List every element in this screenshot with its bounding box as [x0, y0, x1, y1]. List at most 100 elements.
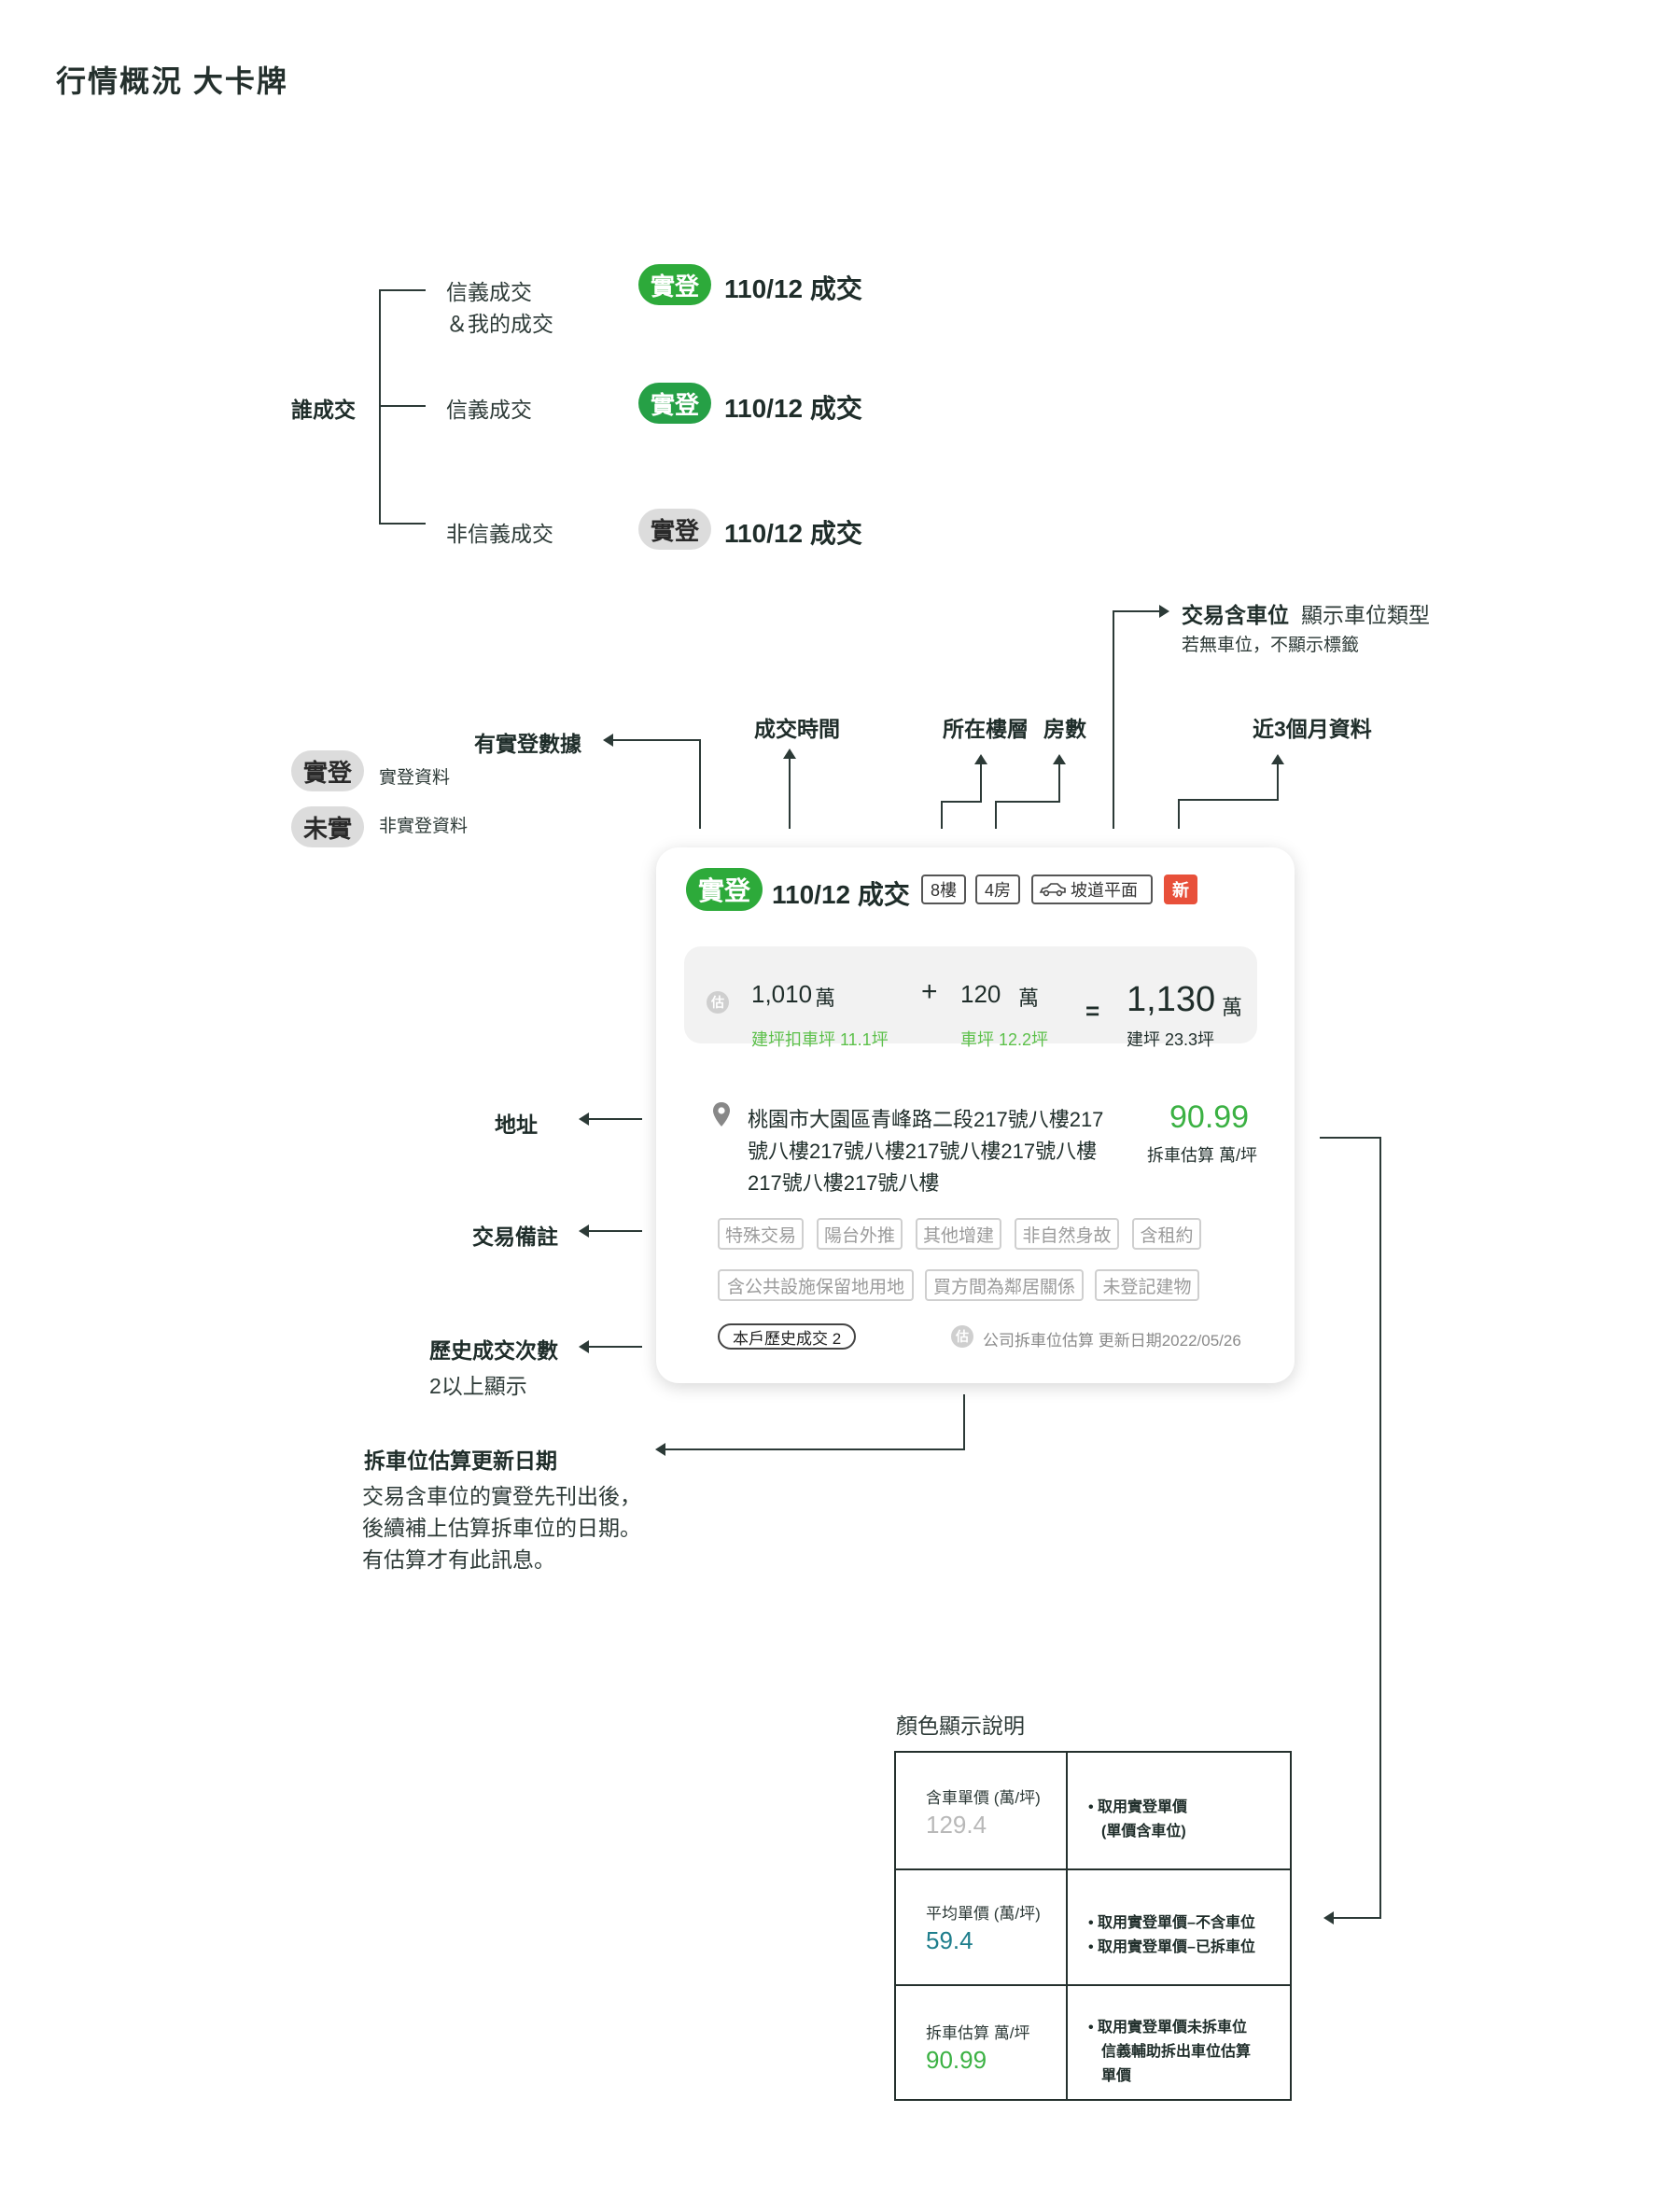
deal-badge: 實登 — [638, 383, 711, 424]
connector — [789, 758, 791, 829]
remark-tag: 買方間為鄰居關係 — [925, 1269, 1084, 1301]
calc-total-value: 1,130 — [1127, 980, 1216, 1019]
deal-card[interactable]: 實登 110/12 成交 8樓 4房 坡道平面 新 估 1,010 萬 建坪扣車… — [656, 847, 1295, 1383]
arrow-up-icon — [1053, 754, 1066, 764]
table-row-note: (單價含車位) — [1101, 1824, 1186, 1840]
who-row-1-label2: ＆我的成交 — [446, 312, 553, 336]
arrow-left-icon — [655, 1443, 665, 1456]
connector — [995, 801, 997, 829]
connector — [1113, 610, 1163, 612]
location-pin-icon — [713, 1102, 730, 1126]
connector — [1379, 1137, 1381, 1919]
deal-badge: 實登 — [638, 509, 711, 550]
address-line: 217號八樓217號八樓 — [748, 1171, 940, 1195]
legend-desc: 實登資料 — [379, 768, 451, 788]
plus-sign: + — [921, 976, 938, 1007]
tree-trunk — [379, 289, 381, 525]
room-tag: 4房 — [975, 875, 1020, 904]
calc-total-unit: 萬 — [1222, 996, 1243, 1019]
table-divider — [1066, 1753, 1068, 2099]
arrow-left-icon — [579, 1112, 589, 1126]
table-divider — [896, 1984, 1290, 1986]
page-title: 行情概況 大卡牌 — [56, 64, 288, 98]
connector — [980, 763, 982, 803]
history-label: 歷史成交次數 — [429, 1338, 558, 1363]
update-date-text: 公司拆車位估算 更新日期2022/05/26 — [983, 1332, 1241, 1350]
table-row-value: 59.4 — [926, 1926, 973, 1954]
color-table: 含車單價 (萬/坪) 129.4 • 取用實登單價 (單價含車位) 平均單價 (… — [894, 1751, 1292, 2101]
parking-note: 若無車位，不顯示標籤 — [1182, 636, 1360, 655]
deal-time-label: 成交時間 — [754, 717, 840, 741]
remark-tag: 含租約 — [1132, 1218, 1201, 1250]
table-row-label: 拆車估算 萬/坪 — [926, 2024, 1030, 2042]
tree-branch — [379, 405, 426, 407]
arrow-up-icon — [1271, 754, 1284, 764]
who-row-3-label: 非信義成交 — [446, 522, 553, 546]
table-row-note: • 取用實登單價未拆車位 — [1088, 2020, 1248, 2036]
deal-badge: 實登 — [638, 264, 711, 305]
connector — [611, 739, 701, 741]
deal-date: 110/12 成交 — [724, 519, 862, 548]
update-title: 拆車位估算更新日期 — [364, 1448, 557, 1473]
table-row-label: 平均單價 (萬/坪) — [926, 1905, 1041, 1923]
arrow-up-icon — [974, 754, 987, 764]
table-row-label: 含車單價 (萬/坪) — [926, 1789, 1041, 1807]
table-row-value: 90.99 — [926, 2046, 987, 2074]
connector — [1277, 763, 1279, 801]
floor-label: 所在樓層 — [943, 717, 1029, 741]
remark-tag: 其他增建 — [916, 1218, 1001, 1250]
table-row-note: • 取用實登單價–已拆車位 — [1088, 1939, 1255, 1955]
calc-total-sub: 建坪 23.3坪 — [1127, 1030, 1215, 1049]
legend-badge-real: 實登 — [291, 750, 364, 791]
remark-tag: 非自然身故 — [1015, 1218, 1119, 1250]
equals-sign: = — [1085, 997, 1100, 1025]
address-line: 桃園市大園區青峰路二段217號八樓217 — [748, 1108, 1104, 1131]
arrow-left-icon — [579, 1340, 589, 1353]
address-label: 地址 — [495, 1112, 538, 1137]
calc-b-unit: 萬 — [1018, 987, 1040, 1010]
remark-tag: 含公共設施保留地用地 — [718, 1269, 914, 1301]
update-desc-line: 有估算才有此訊息。 — [362, 1547, 555, 1572]
car-icon — [1039, 883, 1066, 897]
recent-label: 近3個月資料 — [1253, 717, 1372, 741]
table-title: 顏色顯示說明 — [896, 1714, 1025, 1738]
legend-desc: 非實登資料 — [379, 817, 469, 836]
connector — [586, 1118, 642, 1120]
who-row-1-label: 信義成交 — [446, 280, 532, 304]
calc-a-unit: 萬 — [815, 987, 836, 1010]
calc-b-sub: 車坪 12.2坪 — [960, 1030, 1049, 1049]
rooms-label: 房數 — [1043, 717, 1086, 741]
connector — [586, 1230, 642, 1232]
connector — [699, 739, 701, 829]
price-calc-box: 估 1,010 萬 建坪扣車坪 11.1坪 + 120 萬 車坪 12.2坪 =… — [684, 946, 1257, 1049]
table-row-value: 129.4 — [926, 1811, 987, 1839]
deal-date: 110/12 成交 — [724, 274, 862, 303]
card-price-label: 拆車估算 萬/坪 — [1147, 1146, 1258, 1165]
parking-desc: 顯示車位類型 — [1301, 603, 1430, 627]
connector — [1113, 610, 1114, 829]
connector — [1333, 1917, 1381, 1919]
connector — [1178, 799, 1180, 829]
arrow-left-icon — [1323, 1911, 1334, 1924]
update-desc-line: 交易含車位的實登先刊出後， — [362, 1484, 641, 1508]
card-deal-date: 110/12 成交 — [772, 880, 910, 909]
connector — [586, 1346, 642, 1348]
remark-tag: 未登記建物 — [1095, 1269, 1199, 1301]
remarks-label: 交易備註 — [472, 1224, 558, 1249]
arrow-right-icon — [1159, 605, 1169, 618]
history-desc: 2以上顯示 — [429, 1374, 527, 1398]
who-label: 誰成交 — [291, 398, 356, 422]
who-row-2-label: 信義成交 — [446, 398, 532, 422]
table-divider — [896, 1868, 1290, 1870]
connector — [665, 1448, 965, 1450]
has-data-label: 有實登數據 — [474, 732, 581, 756]
parking-tag: 坡道平面 — [1031, 875, 1153, 904]
connector — [941, 801, 943, 829]
deal-date: 110/12 成交 — [724, 394, 862, 423]
connector — [995, 801, 1060, 803]
legend-badge-unreal: 未實 — [291, 806, 364, 847]
history-tag[interactable]: 本戶歷史成交 2 — [718, 1323, 857, 1350]
connector — [941, 801, 982, 803]
table-row-note: 信義輔助拆出車位估算 — [1101, 2044, 1252, 2060]
calc-b-value: 120 — [960, 980, 1001, 1008]
